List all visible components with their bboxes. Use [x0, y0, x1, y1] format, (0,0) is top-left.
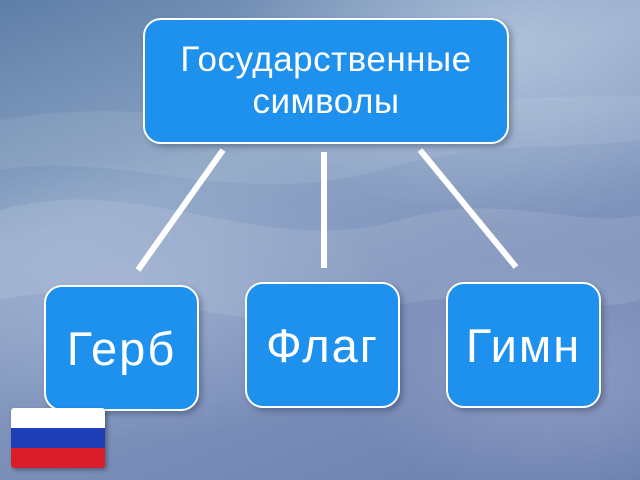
- node-gimn: Гимн: [446, 282, 601, 408]
- root-label: Государственные символы: [171, 39, 481, 123]
- root-label-line1: Государственные: [180, 40, 472, 79]
- flag-stripe-white: [11, 408, 105, 428]
- root-node: Государственные символы: [143, 18, 509, 144]
- node-gimn-label: Гимн: [465, 318, 582, 372]
- flag-stripe-blue: [11, 428, 105, 448]
- node-gerb-label: Герб: [66, 321, 177, 375]
- node-flag: Флаг: [245, 282, 400, 408]
- root-label-line2: символы: [252, 82, 400, 121]
- node-flag-label: Флаг: [266, 318, 379, 372]
- node-gerb: Герб: [44, 285, 199, 411]
- connector-gimn: [417, 148, 519, 269]
- russian-flag-icon: [11, 408, 105, 468]
- flag-stripe-red: [11, 448, 105, 468]
- connector-gerb: [135, 148, 226, 272]
